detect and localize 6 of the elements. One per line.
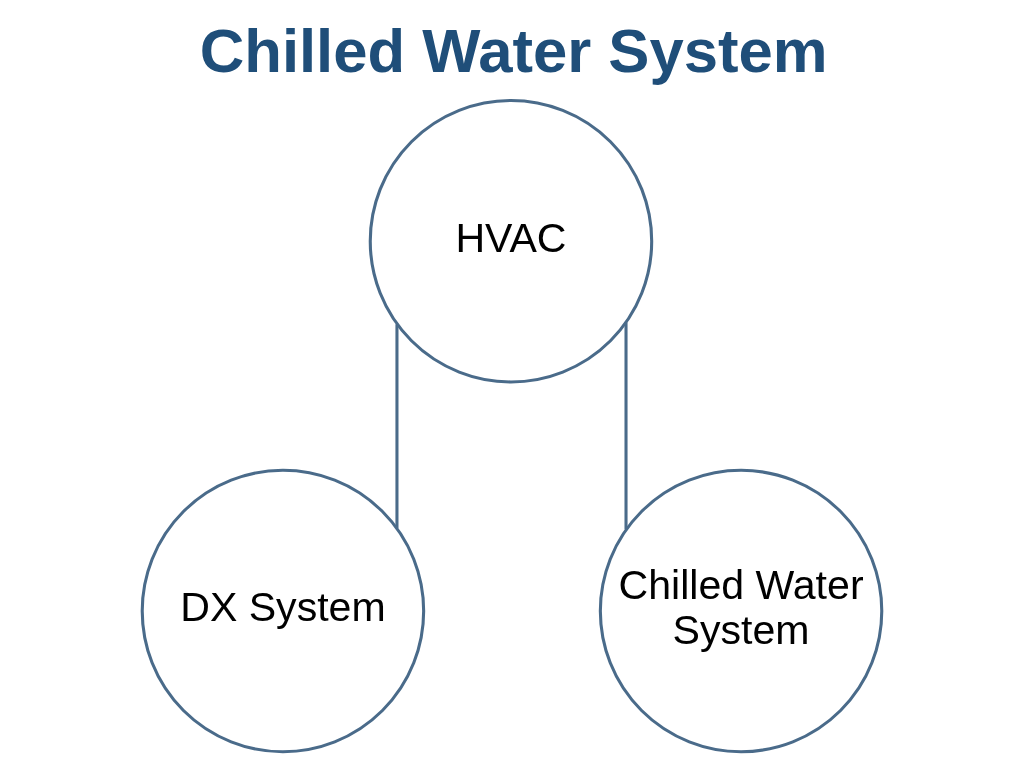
node-circle: DX System — [140, 468, 426, 754]
connector — [624, 322, 628, 530]
connector — [395, 324, 399, 529]
node-circle: HVAC — [368, 98, 654, 384]
diagram-title: Chilled Water System — [199, 15, 828, 85]
node-circle: Chilled Water System — [598, 468, 884, 754]
